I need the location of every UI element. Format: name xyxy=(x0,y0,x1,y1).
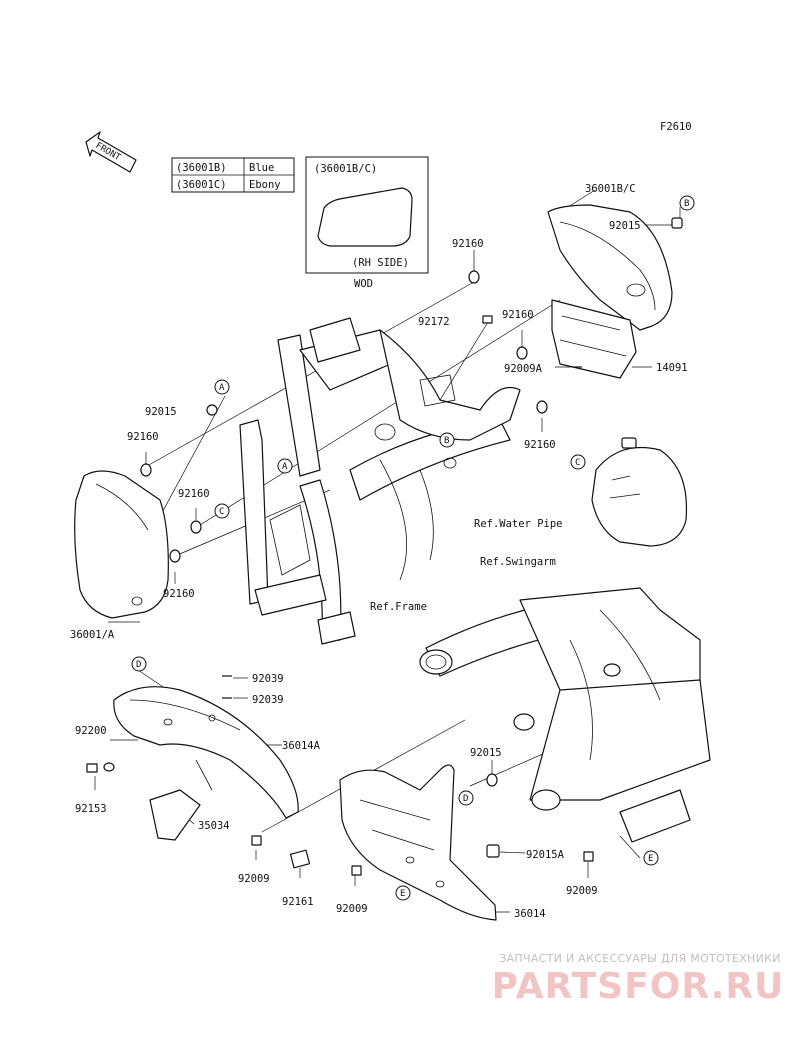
svg-text:A: A xyxy=(282,462,288,472)
label-36014: 36014 xyxy=(514,908,546,920)
fasteners-top xyxy=(468,217,683,414)
label-92172: 92172 xyxy=(418,316,450,328)
bolt-92153 xyxy=(86,763,98,773)
reference-labels: Ref.Water Pipe Ref.Swingarm Ref.Frame xyxy=(370,518,563,613)
grommet-92160-d xyxy=(140,463,152,477)
label-92039-a: 92039 xyxy=(252,673,284,685)
color-legend-table: (36001B) Blue (36001C) Ebony xyxy=(171,157,295,193)
legend-code-2: (36001C) xyxy=(176,179,227,191)
front-arrow-icon: FRONT xyxy=(85,131,137,173)
label-14091: 14091 xyxy=(656,362,688,374)
legend-color-1: Blue xyxy=(249,162,274,174)
label-92161: 92161 xyxy=(282,896,314,908)
label-92160-a: 92160 xyxy=(452,238,484,250)
callout-e-right: E xyxy=(643,850,659,866)
inset-title: (36001B/C) xyxy=(314,163,377,175)
label-92009-b: 92009 xyxy=(336,903,368,915)
svg-text:D: D xyxy=(136,660,141,670)
inset-caption: WOD xyxy=(354,278,373,290)
label-92200: 92200 xyxy=(75,725,107,737)
svg-text:E: E xyxy=(648,854,653,864)
callout-c-left: C xyxy=(214,503,230,519)
label-92160-b: 92160 xyxy=(502,309,534,321)
grommet-92160-e xyxy=(190,520,202,534)
label-92009-c: 92009 xyxy=(566,885,598,897)
side-cover-rh xyxy=(547,204,673,331)
water-pipe-cover xyxy=(591,437,688,547)
frame-assembly xyxy=(239,317,521,645)
grommet-92160-b xyxy=(516,346,528,360)
ref-water-pipe: Ref.Water Pipe xyxy=(474,518,563,530)
bracket-35034 xyxy=(149,759,213,841)
label-36001BC: 36001B/C xyxy=(585,183,636,195)
bolt-92009-a xyxy=(251,835,262,846)
grommet-92015-low xyxy=(486,773,498,787)
grommet-92015A xyxy=(486,844,500,858)
grommet-92015-top xyxy=(671,217,683,229)
bolt-92009-c xyxy=(583,851,594,862)
ref-swingarm: Ref.Swingarm xyxy=(480,556,556,568)
watermark-tagline: ЗАПЧАСТИ И АКСЕССУАРЫ ДЛЯ МОТОТЕХНИКИ xyxy=(499,952,781,965)
grommet-92015-left xyxy=(206,404,218,416)
legend-code-1: (36001B) xyxy=(176,162,227,174)
callouts: B A B A C C D D E E xyxy=(131,195,695,901)
bolt-92009-b xyxy=(351,865,362,876)
grommet-92160-c xyxy=(536,400,548,414)
grommet-92160-a xyxy=(468,270,480,284)
label-92015-low: 92015 xyxy=(470,747,502,759)
label-92015-left: 92015 xyxy=(145,406,177,418)
svg-text:B: B xyxy=(684,199,689,209)
chain-guard-lower xyxy=(251,764,594,921)
washer-92200 xyxy=(103,762,115,772)
svg-text:A: A xyxy=(219,383,225,393)
bracket-14091 xyxy=(551,299,637,379)
callout-b-frame: B xyxy=(439,432,455,448)
figure-code: F2610 xyxy=(660,121,692,133)
label-92039-b: 92039 xyxy=(252,694,284,706)
side-cover-lh xyxy=(74,404,218,619)
grommet-92160-f xyxy=(169,549,181,563)
label-92015-top: 92015 xyxy=(609,220,641,232)
label-92160-e: 92160 xyxy=(178,488,210,500)
ref-frame: Ref.Frame xyxy=(370,601,427,613)
label-92009A: 92009A xyxy=(504,363,543,375)
watermark-brand: PARTSFOR.RU xyxy=(491,966,785,1007)
svg-text:E: E xyxy=(400,889,405,899)
label-35034: 35034 xyxy=(198,820,230,832)
inset-box: (36001B/C) (RH SIDE) WOD xyxy=(305,156,429,290)
label-92015A: 92015A xyxy=(526,849,565,861)
label-92160-f: 92160 xyxy=(163,588,195,600)
label-92160-c: 92160 xyxy=(524,439,556,451)
label-36014A: 36014A xyxy=(282,740,321,752)
swingarm xyxy=(419,587,711,843)
bolt-92172 xyxy=(482,315,493,324)
svg-text:C: C xyxy=(219,507,224,517)
label-92160-d: 92160 xyxy=(127,431,159,443)
part-labels: 36001B/C 92015 92160 92172 92160 92009A … xyxy=(70,183,688,920)
inset-side-label: (RH SIDE) xyxy=(352,257,409,269)
svg-text:C: C xyxy=(575,458,580,468)
legend-color-2: Ebony xyxy=(249,179,281,191)
callout-a-left: A xyxy=(214,379,230,395)
rh-side-cover-outline xyxy=(317,187,413,247)
label-92009-a: 92009 xyxy=(238,873,270,885)
label-92153: 92153 xyxy=(75,803,107,815)
svg-text:D: D xyxy=(463,794,468,804)
callout-b-top: B xyxy=(679,195,695,211)
callout-d-upper: D xyxy=(131,656,147,672)
callout-c-right: C xyxy=(570,454,586,470)
chain-guard-upper xyxy=(113,686,299,819)
fasteners-chain-guard xyxy=(86,675,232,773)
callout-e-lower: E xyxy=(395,885,411,901)
callout-a-frame: A xyxy=(277,458,293,474)
callout-d-lower: D xyxy=(458,790,474,806)
svg-text:B: B xyxy=(444,436,449,446)
label-36001A: 36001/A xyxy=(70,629,115,641)
pad-92161 xyxy=(289,849,311,869)
